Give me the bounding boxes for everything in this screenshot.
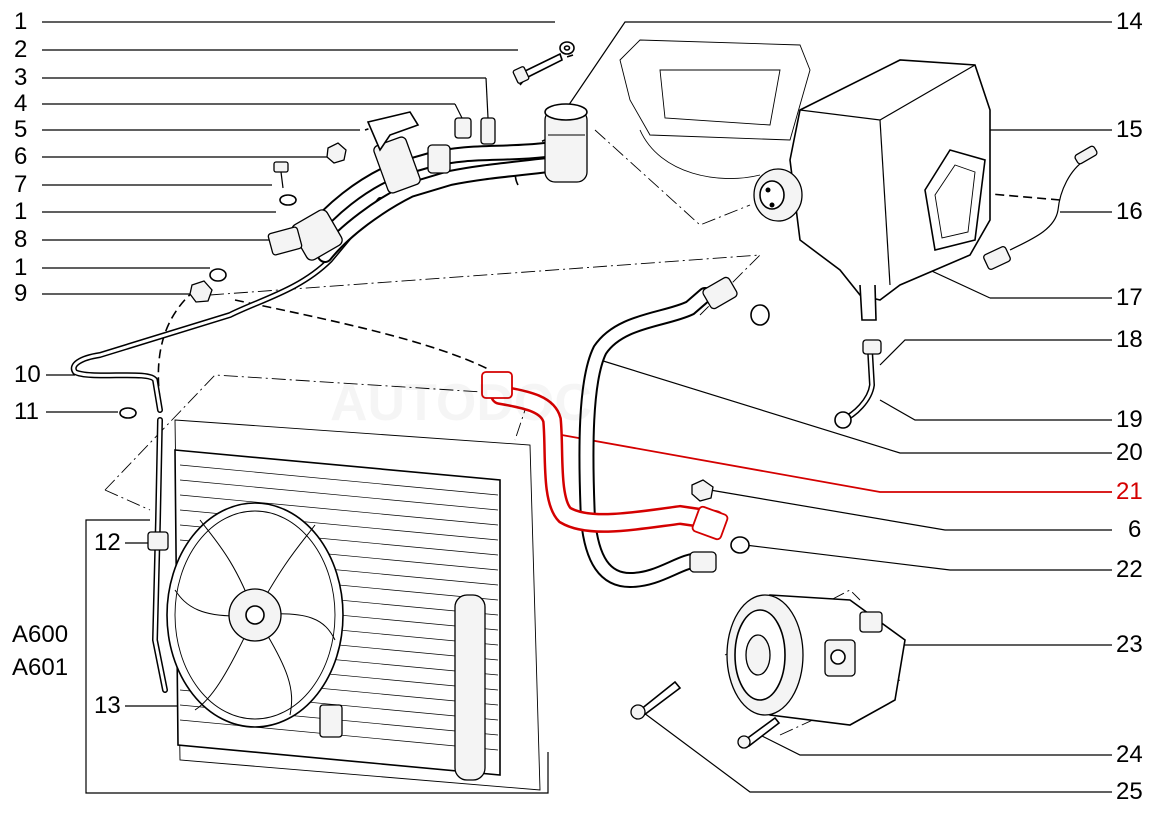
callout-20: 20 [1116, 439, 1143, 466]
variant-label-a600: A600 [12, 621, 69, 648]
discharge-hose-21-highlighted [481, 371, 750, 554]
callout-15: 15 [1116, 116, 1143, 143]
leader-lines-left [42, 21, 555, 794]
callout-6: 6 [14, 143, 28, 170]
callout-1-washer-mid: 1 [14, 198, 28, 225]
receiver-drier [544, 103, 588, 183]
callout-9: 9 [14, 280, 28, 307]
callout-19: 19 [1116, 406, 1143, 433]
callout-6-right: 6 [1128, 516, 1142, 543]
callout-23: 23 [1116, 631, 1143, 658]
callout-7: 7 [14, 171, 28, 198]
callout-22: 22 [1116, 556, 1143, 583]
callout-2: 2 [14, 36, 28, 63]
callout-1-washer-low: 1 [14, 254, 28, 281]
callout-5: 5 [14, 116, 28, 143]
pipe-assembly-upper [70, 41, 575, 419]
callout-21-highlighted: 21 [1116, 478, 1143, 505]
callout-13: 13 [94, 692, 121, 719]
callout-24: 24 [1116, 741, 1143, 768]
variant-label-a601: A601 [12, 654, 69, 681]
watermark: AUTODOC [330, 374, 592, 432]
callout-11: 11 [14, 398, 39, 425]
callout-8: 8 [14, 226, 28, 253]
callout-18: 18 [1116, 326, 1143, 353]
highlight-leader-21 [544, 431, 1112, 493]
callout-4: 4 [14, 90, 28, 117]
ac-compressor [630, 594, 906, 749]
callout-16: 16 [1116, 198, 1143, 225]
hvac-evaporator-housing [619, 39, 1098, 321]
callout-1-washer-top: 1 [14, 8, 28, 35]
callout-10: 10 [14, 361, 41, 388]
callout-14: 14 [1116, 8, 1143, 35]
callout-12: 12 [94, 529, 121, 556]
condenser-radiator [147, 417, 541, 791]
callout-17: 17 [1116, 284, 1143, 311]
suction-hose [578, 276, 882, 589]
callout-3: 3 [14, 64, 28, 91]
callout-25: 25 [1116, 778, 1143, 805]
